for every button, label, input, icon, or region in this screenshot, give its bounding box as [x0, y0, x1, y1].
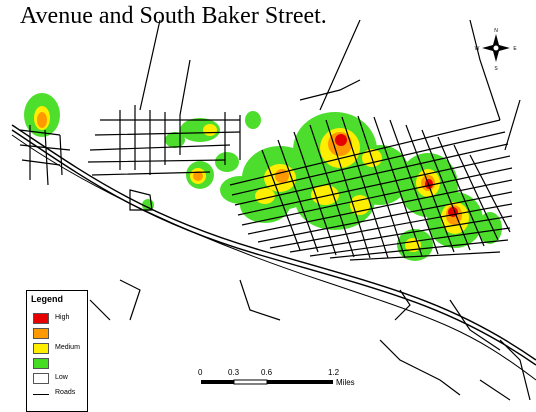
south-label: S	[494, 66, 498, 72]
scale-tick-0: 0	[198, 368, 203, 377]
legend-swatch-low	[33, 373, 49, 384]
legend-road-line	[33, 394, 49, 395]
legend-swatch-low-medium	[33, 358, 49, 369]
legend-title: Legend	[31, 294, 64, 304]
legend-label-high: High	[55, 314, 70, 321]
scale-tick-1-2: 1.2	[328, 368, 340, 377]
scale-tick-0-3: 0.3	[228, 368, 240, 377]
legend-label-medium: Medium	[55, 344, 80, 351]
scale-bar	[201, 379, 333, 385]
west-label: W	[475, 46, 480, 52]
map-legend: Legend High Medium Low Roads	[26, 290, 88, 412]
legend-label-low: Low	[55, 374, 68, 381]
scale-unit: Miles	[336, 378, 355, 387]
railroad-line	[11, 124, 536, 381]
caption-text: Avenue and South Baker Street.	[20, 3, 327, 29]
north-label: N	[494, 28, 498, 34]
map-caption: Avenue and South Baker Street.	[0, 0, 536, 40]
legend-swatch-high	[33, 313, 49, 324]
legend-swatch-medium	[33, 343, 49, 354]
north-arrow-icon: N S E W	[475, 28, 518, 72]
scale-tick-0-6: 0.6	[261, 368, 273, 377]
street-grid	[19, 19, 531, 401]
legend-swatch-medium-high	[33, 328, 49, 339]
legend-label-roads: Roads	[55, 389, 76, 396]
east-label: E	[513, 46, 517, 52]
